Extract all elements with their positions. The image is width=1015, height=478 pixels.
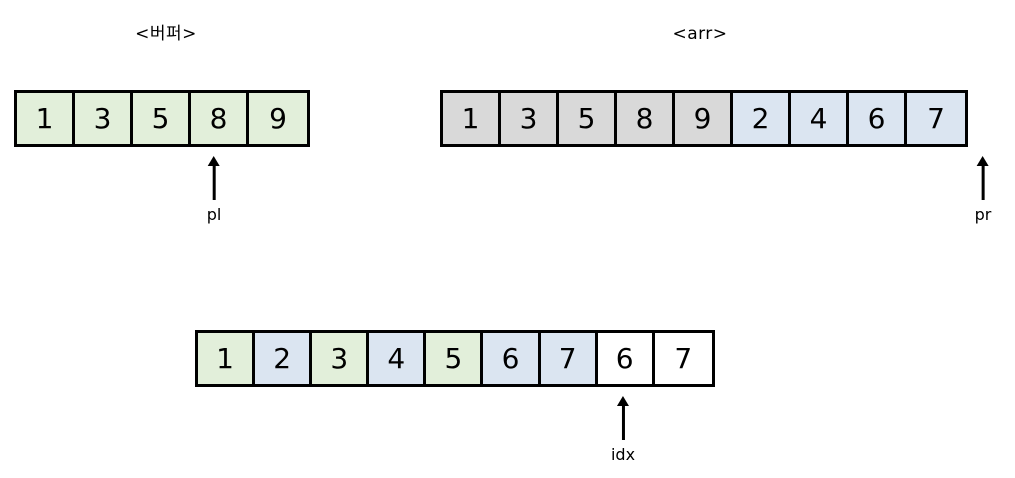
pointer-label-idx: idx	[610, 445, 636, 464]
pointer-label-pr: pr	[974, 205, 992, 224]
array-title-arr: <arr>	[672, 24, 728, 44]
array-cell: 1	[17, 93, 75, 144]
array-title-buffer: <버퍼>	[135, 24, 197, 44]
array-cell: 7	[907, 93, 965, 144]
pointer-pl: pl	[206, 165, 222, 224]
array-cell: 6	[483, 333, 541, 384]
array-cell: 7	[540, 333, 598, 384]
array-cell: 5	[133, 93, 191, 144]
array-cell: 3	[501, 93, 559, 144]
array-cell: 6	[597, 333, 655, 384]
array-cell: 8	[617, 93, 675, 144]
pointer-idx: idx	[611, 405, 635, 463]
array-cell: 4	[791, 93, 849, 144]
array-cell: 6	[849, 93, 907, 144]
array-cell: 2	[733, 93, 791, 144]
arrow-up-icon	[621, 405, 625, 440]
array-cell: 7	[654, 333, 712, 384]
array-cell: 5	[426, 333, 484, 384]
array-cell: 3	[312, 333, 370, 384]
arrow-up-icon	[981, 165, 985, 200]
array-cell: 1	[198, 333, 256, 384]
arrow-up-icon	[212, 165, 216, 200]
pointer-pr: pr	[974, 165, 992, 224]
array-cell: 9	[675, 93, 733, 144]
array-cell: 2	[255, 333, 313, 384]
array-cell: 9	[249, 93, 307, 144]
array-cell: 3	[75, 93, 133, 144]
array-cell: 4	[369, 333, 427, 384]
array-cell: 5	[559, 93, 617, 144]
array-cell: 8	[191, 93, 249, 144]
pointer-label-pl: pl	[206, 205, 222, 224]
array-cell: 1	[443, 93, 501, 144]
